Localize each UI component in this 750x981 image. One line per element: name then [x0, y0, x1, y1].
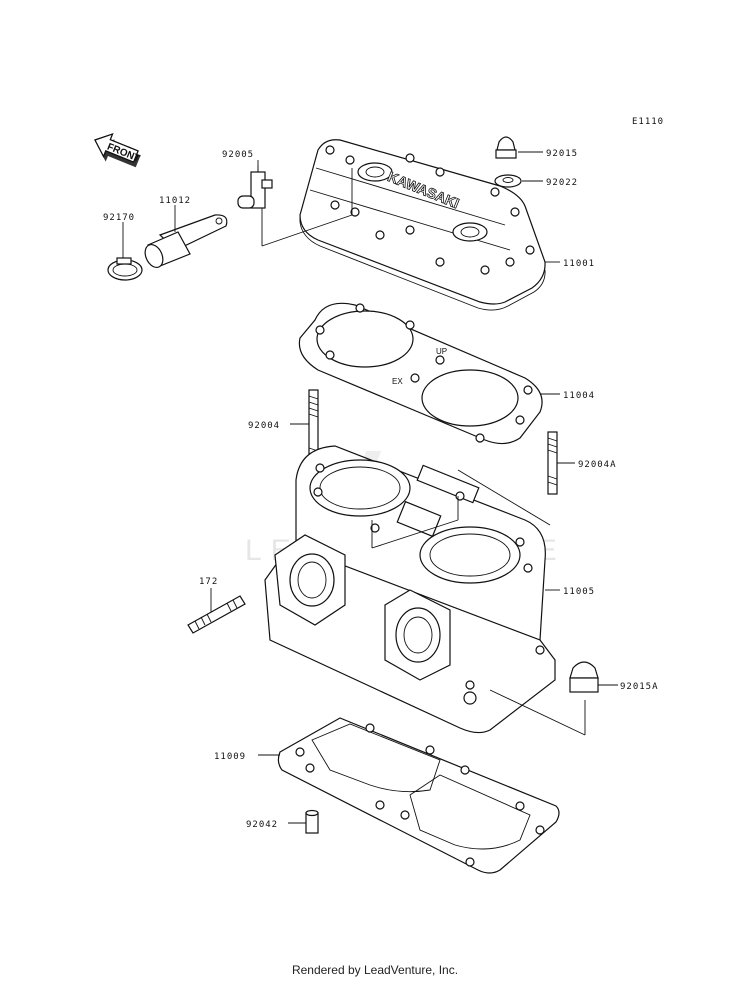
- part-label-92042: 92042: [246, 820, 278, 830]
- clamp-92170: [107, 222, 143, 281]
- diagram-code: E1110: [632, 117, 664, 127]
- part-label-92005: 92005: [222, 150, 254, 160]
- washer-92022: [494, 174, 543, 188]
- part-label-92015A: 92015A: [620, 682, 659, 692]
- dowel-92042: [288, 809, 319, 834]
- part-label-92170: 92170: [103, 213, 135, 223]
- part-label-11005: 11005: [563, 587, 595, 597]
- part-label-11004: 11004: [563, 391, 595, 401]
- nut-92015A: [569, 661, 618, 693]
- fitting-92005: [237, 160, 273, 209]
- part-label-92022: 92022: [546, 178, 578, 188]
- cylinder-head-11001: KAWASAKI: [261, 139, 546, 311]
- gasket-ex-mark: EX: [392, 377, 403, 386]
- cylinder-block-11005: [264, 445, 586, 736]
- part-label-92004A: 92004A: [578, 460, 617, 470]
- sensor-11012: [144, 205, 228, 268]
- gasket-up-mark: UP: [436, 347, 447, 356]
- part-label-11012: 11012: [159, 196, 191, 206]
- front-arrow-icon: FRONT: [94, 133, 141, 168]
- part-label-92015: 92015: [546, 149, 578, 159]
- stud-92004A: [547, 431, 575, 495]
- head-gasket-11004: UP EX: [298, 302, 560, 445]
- footer-credit: Rendered by LeadVenture, Inc.: [291, 963, 459, 977]
- part-label-11009: 11009: [214, 752, 246, 762]
- part-label-172: 172: [199, 577, 218, 587]
- base-gasket-11009: [258, 717, 560, 874]
- part-labels: 92015 92022 92005 11012 92170 11001 1100…: [103, 149, 659, 830]
- nut-92015: [495, 136, 543, 159]
- part-label-11001: 11001: [563, 259, 595, 269]
- stud-172: [187, 588, 246, 634]
- part-label-92004: 92004: [248, 421, 280, 431]
